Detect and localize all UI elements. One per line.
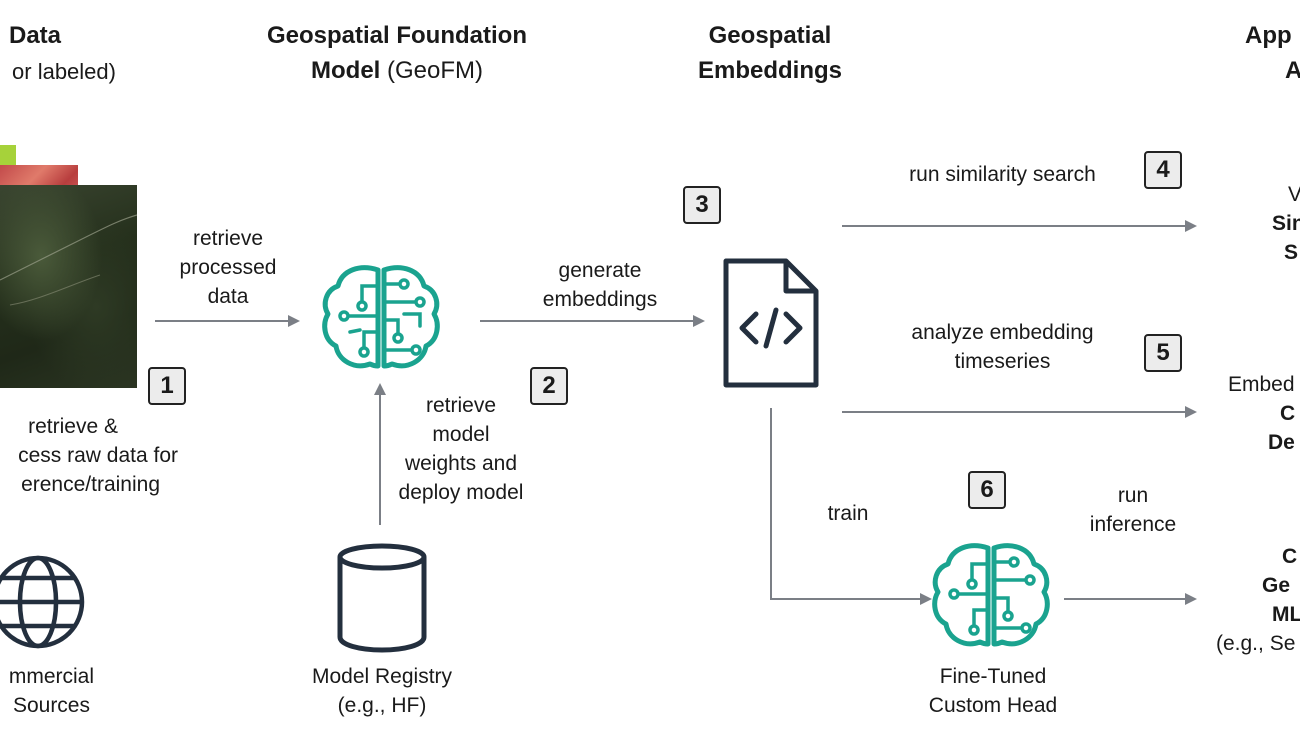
apps-title-2: A — [1285, 57, 1300, 84]
label-line: retrieve & — [28, 415, 118, 438]
data-title: Data — [8, 22, 62, 49]
data-column-subtitle: or labeled) — [12, 59, 116, 84]
label-line: (e.g., HF) — [337, 694, 427, 717]
label-line: retrieve — [425, 394, 497, 417]
label-line: Ge — [1262, 574, 1291, 597]
label-run-inference: run inference — [1070, 481, 1196, 539]
label-train: train — [827, 502, 869, 525]
geofm-subtitle: (GeoFM) — [380, 57, 483, 84]
label-line: mmercial — [8, 665, 94, 688]
label-line: C — [1280, 402, 1296, 425]
geofm-column-title: Geospatial Foundation Model (GeoFM) — [232, 18, 562, 88]
label-commercial-sources: mmercial Sources — [0, 662, 106, 720]
code-file-icon — [723, 258, 819, 388]
geofm-title: Geospatial Foundation — [266, 22, 527, 49]
label-similarity-search: run similarity search — [909, 163, 1096, 186]
label-line: timeseries — [954, 350, 1051, 373]
label-line: erence/training — [21, 473, 160, 496]
label-line: Fine-Tuned — [939, 665, 1047, 688]
embeddings-title-2: Embeddings — [697, 57, 842, 84]
label-line: V — [1288, 183, 1300, 206]
label-line: model — [432, 423, 490, 446]
geofm-title-2: Model — [311, 57, 381, 84]
embeddings-title: Geospatial — [708, 22, 832, 49]
label-line: generate — [558, 259, 642, 282]
step-badge-2: 2 — [530, 367, 568, 405]
satellite-thumb-green — [0, 145, 16, 165]
label-line: embeddings — [542, 288, 658, 311]
database-icon — [337, 543, 427, 653]
satellite-image — [0, 185, 137, 388]
step-badge-5: 5 — [1144, 334, 1182, 372]
label-fine-tuned: Fine-Tuned Custom Head — [908, 662, 1078, 720]
brain-icon — [322, 265, 440, 369]
label-retrieve-raw: retrieve & cess raw data for erence/trai… — [0, 412, 186, 499]
step-badge-1: 1 — [148, 367, 186, 405]
label-generate-embeddings: generate embeddings — [520, 256, 680, 314]
label-line: De — [1268, 431, 1295, 454]
label-retrieve-processed: retrieve processed data — [165, 224, 291, 311]
step-badge-4: 4 — [1144, 151, 1182, 189]
satellite-image-stack — [0, 145, 140, 390]
label-line: Embed — [1228, 373, 1295, 396]
app-similarity-search: V Sin S — [1262, 180, 1300, 267]
label-line: S — [1284, 241, 1299, 264]
label-timeseries: analyze embedding timeseries — [880, 318, 1125, 376]
label-line: Model Registry — [311, 665, 453, 688]
apps-column-title: App A — [1245, 18, 1300, 88]
label-model-registry: Model Registry (e.g., HF) — [292, 662, 472, 720]
data-column-title: Data — [0, 18, 70, 53]
label-line: retrieve — [192, 227, 264, 250]
fine-tuned-brain-icon — [932, 543, 1050, 647]
label-line: C — [1282, 545, 1298, 568]
label-line: weights and — [404, 452, 518, 475]
step-badge-6: 6 — [968, 471, 1006, 509]
apps-title: App — [1245, 22, 1292, 49]
label-line: analyze embedding — [911, 321, 1094, 344]
arrow-train — [770, 408, 932, 605]
label-line: Sources — [12, 694, 90, 717]
label-line: (e.g., Se — [1216, 632, 1296, 655]
label-line: run — [1117, 484, 1149, 507]
globe-icon — [0, 555, 85, 649]
step-badge-3: 3 — [683, 186, 721, 224]
app-change-detection: Embed C De — [1228, 370, 1300, 457]
app-custom-ml: C Ge ML (e.g., Se — [1216, 542, 1300, 658]
embeddings-column-title: Geospatial Embeddings — [660, 18, 880, 88]
label-retrieve-model: retrieve model weights and deploy model — [386, 391, 536, 507]
label-line: ML — [1272, 603, 1300, 626]
label-line: Custom Head — [928, 694, 1058, 717]
label-line: deploy model — [398, 481, 524, 504]
label-line: inference — [1089, 513, 1177, 536]
label-line: processed — [179, 256, 277, 279]
label-line: data — [207, 285, 249, 308]
label-line: Sin — [1272, 212, 1300, 235]
label-line: cess raw data for — [18, 444, 178, 467]
